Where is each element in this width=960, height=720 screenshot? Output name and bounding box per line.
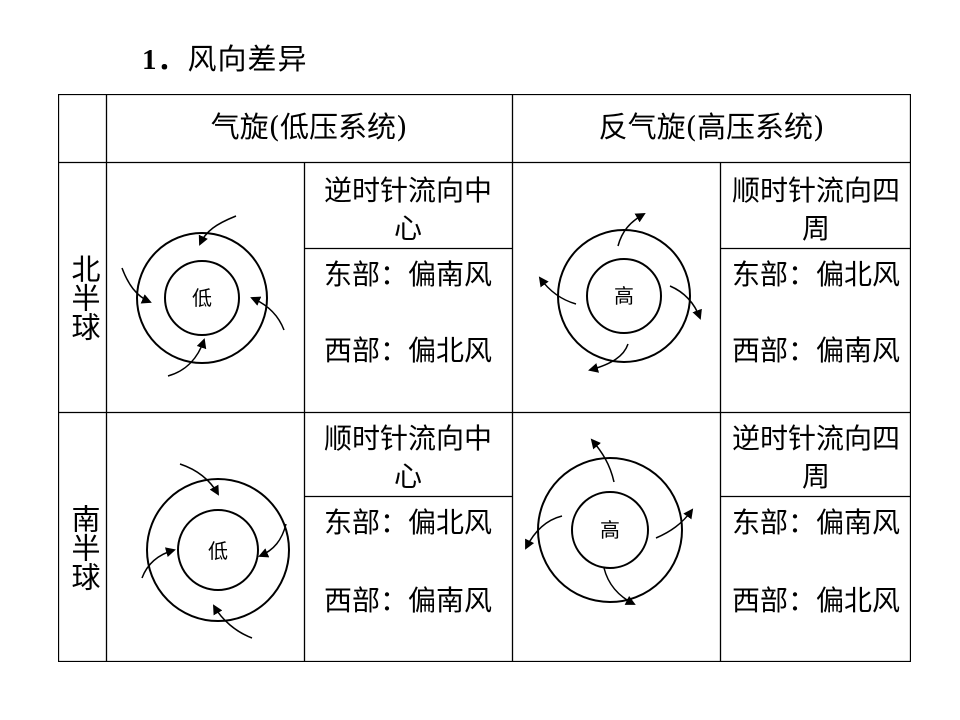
north-cyclone-west: 西部：偏北风 bbox=[323, 334, 492, 367]
north-anticyclone-flow: 顺时针流向四周 bbox=[731, 174, 900, 245]
row-label-south: 南半球 bbox=[67, 503, 101, 591]
south-cyclone-west: 西部：偏南风 bbox=[323, 584, 492, 617]
north-anticyclone-center-label: 高 bbox=[614, 284, 634, 308]
table-grid bbox=[58, 94, 911, 662]
north-cyclone-diagram: 低 bbox=[121, 215, 285, 377]
north-cyclone-flow: 逆时针流向中心 bbox=[323, 174, 492, 245]
page-title: 1．风向差异 bbox=[142, 36, 308, 78]
wind-direction-table: 气旋(低压系统) 反气旋(高压系统) 北半球 南半球 逆时针流向中心 东部：偏南… bbox=[58, 94, 911, 662]
header-cyclone: 气旋(低压系统) bbox=[210, 110, 408, 144]
north-anticyclone-diagram: 高 bbox=[538, 213, 702, 373]
south-cyclone-center-label: 低 bbox=[208, 539, 228, 563]
title-number: 1． bbox=[142, 44, 188, 76]
north-cyclone-center-label: 低 bbox=[192, 286, 212, 310]
title-text: 风向差异 bbox=[187, 42, 308, 76]
south-cyclone-east: 东部：偏北风 bbox=[323, 506, 492, 539]
header-anticyclone: 反气旋(高压系统) bbox=[598, 110, 825, 144]
south-anticyclone-diagram: 高 bbox=[525, 438, 694, 605]
north-cyclone-east: 东部：偏南风 bbox=[323, 258, 492, 291]
north-anticyclone-west: 西部：偏南风 bbox=[731, 334, 900, 367]
south-anticyclone-west: 西部：偏北风 bbox=[731, 584, 900, 617]
south-anticyclone-east: 东部：偏南风 bbox=[731, 506, 900, 539]
south-cyclone-diagram: 低 bbox=[141, 463, 290, 639]
north-anticyclone-east: 东部：偏北风 bbox=[731, 258, 900, 291]
south-anticyclone-center-label: 高 bbox=[600, 518, 620, 542]
south-cyclone-flow: 顺时针流向中心 bbox=[323, 422, 492, 493]
row-label-north: 北半球 bbox=[67, 253, 101, 341]
south-anticyclone-flow: 逆时针流向四周 bbox=[731, 422, 900, 493]
